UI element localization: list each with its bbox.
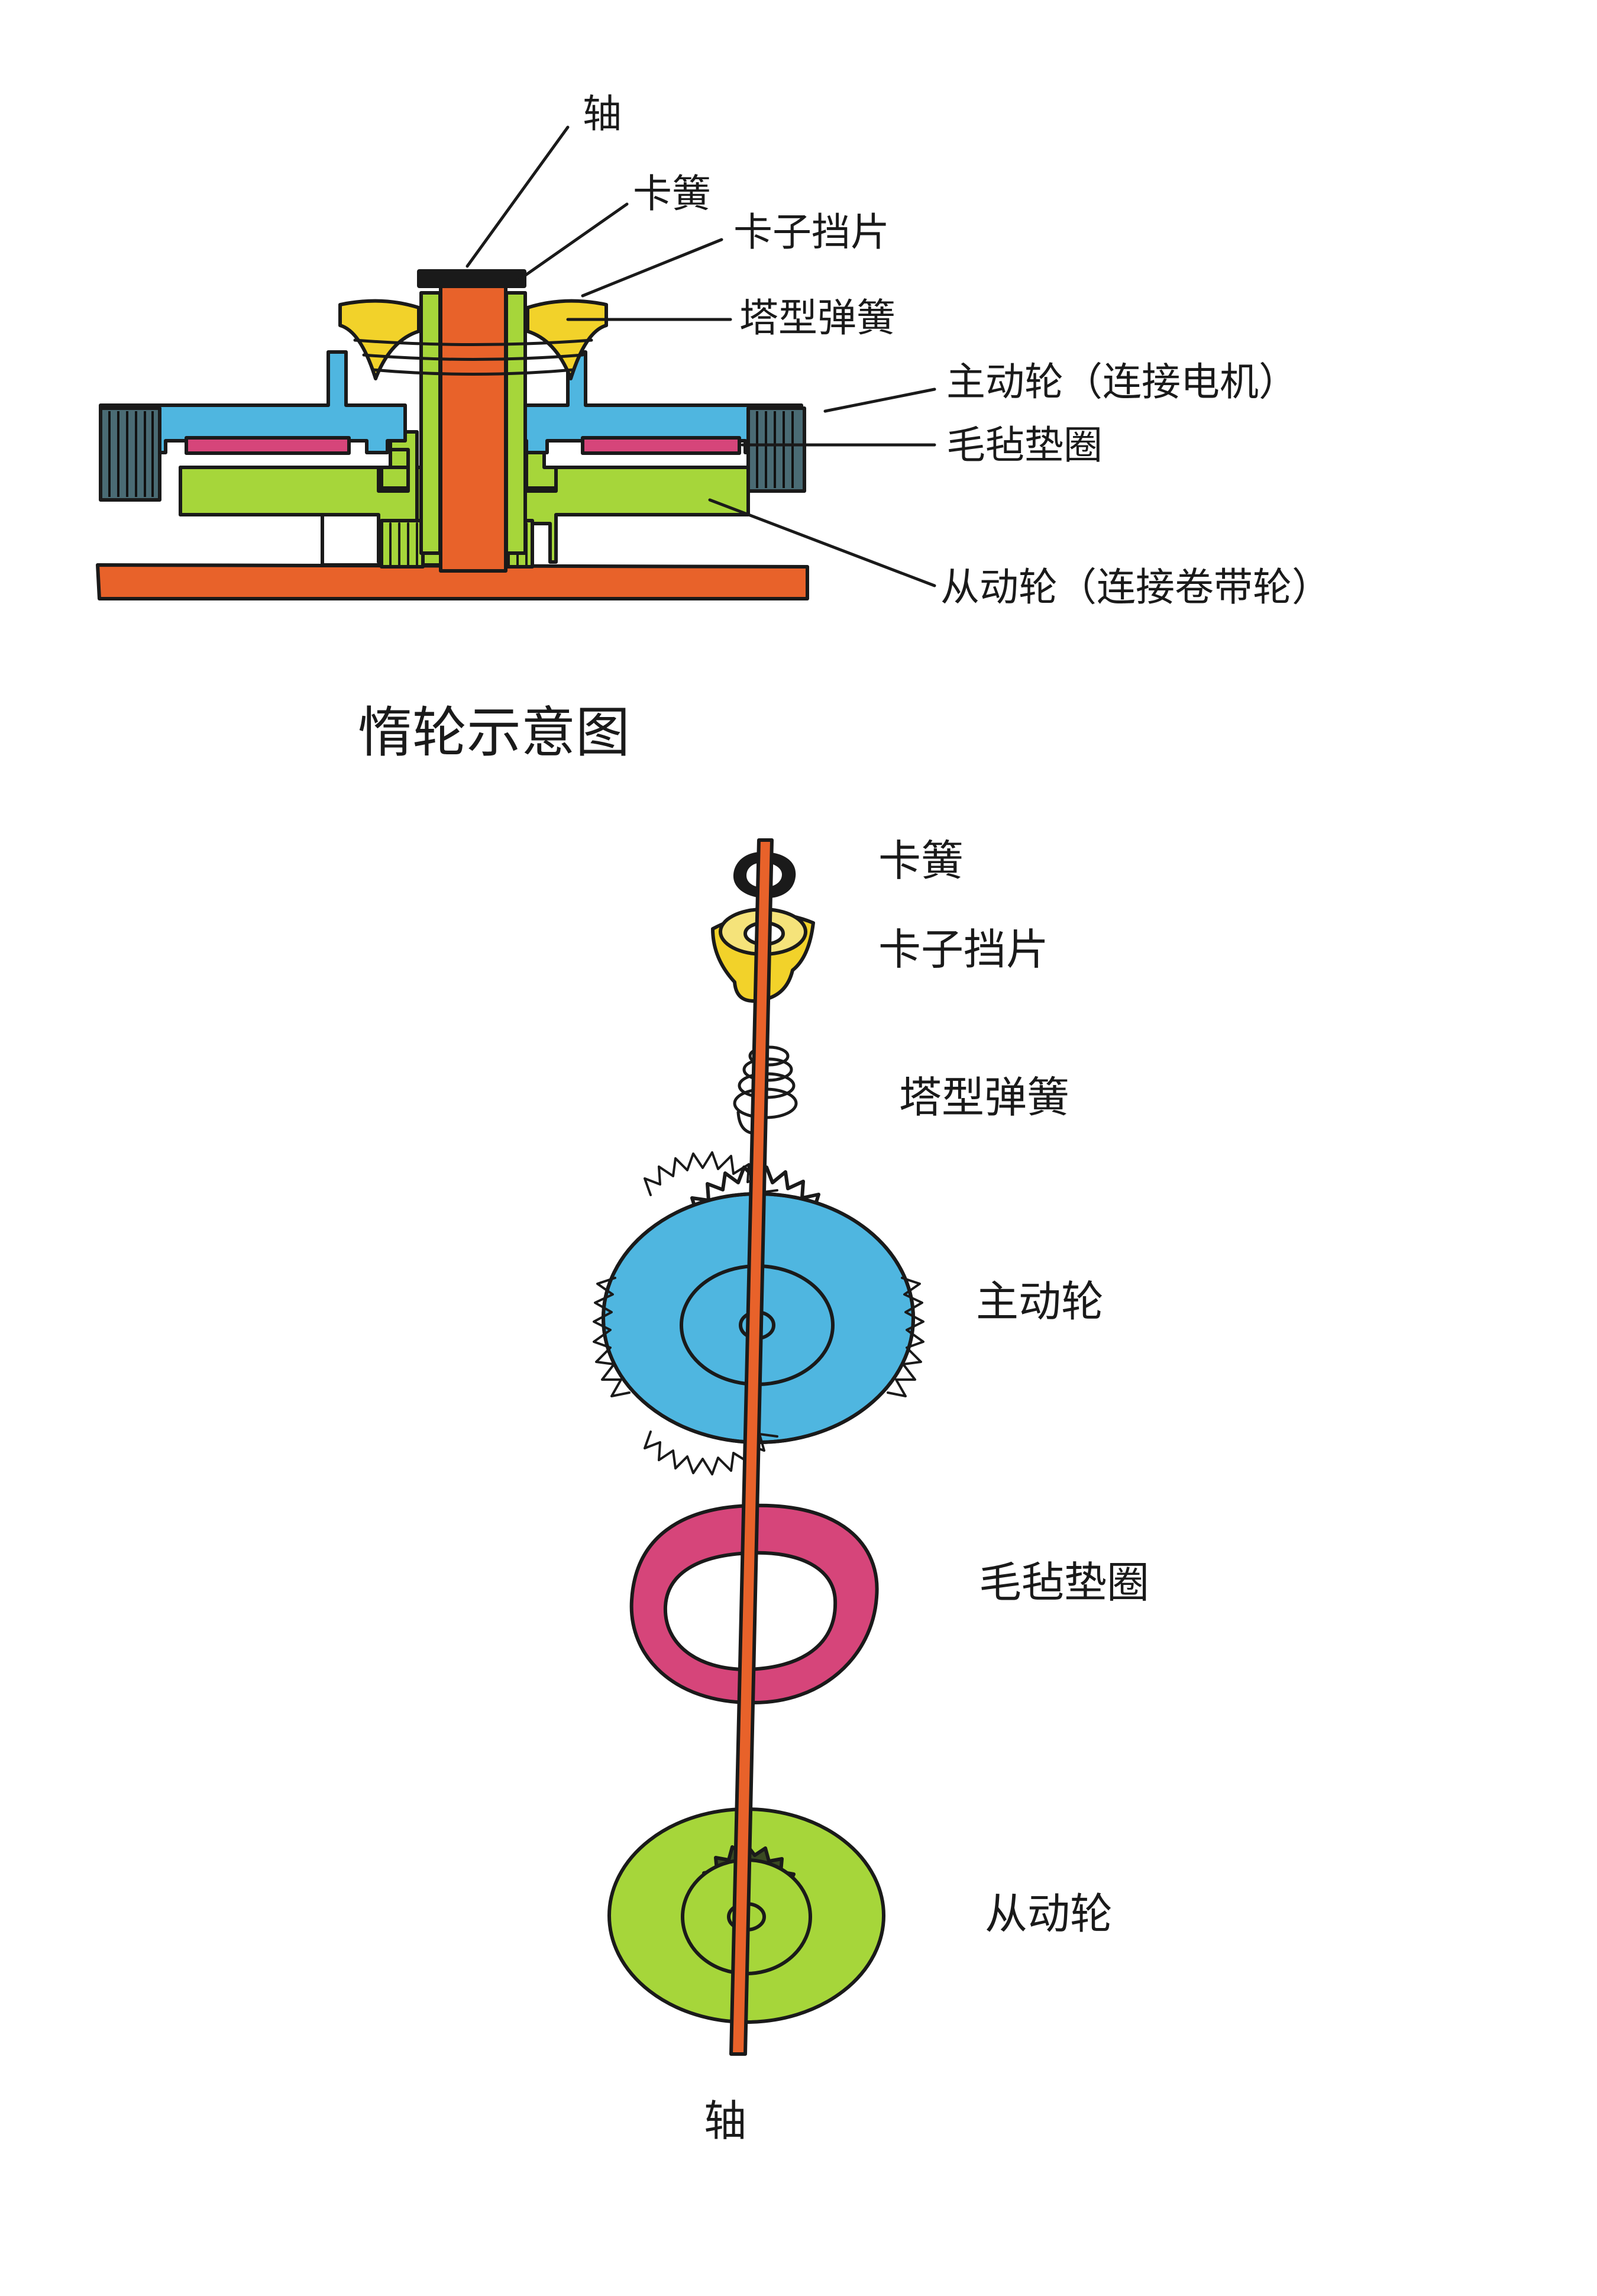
exploded-circlip: [733, 852, 796, 899]
rim-teeth: [108, 411, 794, 497]
section-label-drive-wheel: 主动轮（连接电机）: [946, 359, 1298, 405]
sleeve-right: [505, 291, 527, 555]
circlip-section: [417, 269, 526, 288]
shaft-section: [439, 279, 507, 573]
leader-lines: [465, 125, 936, 587]
section-label-circlip: 卡簧: [633, 171, 711, 217]
section-label-driven-wheel: 从动轮（连接卷带轮）: [940, 564, 1331, 610]
section-view: 轴 卡簧 卡子挡片 塔型弹簧 主动轮（连接电机） 毛毡垫圈 从动轮（连接卷带轮）…: [96, 91, 1331, 764]
section-label-tower-spring: 塔型弹簧: [739, 295, 896, 341]
tower-spring-section: [353, 338, 593, 376]
felt-washer-left: [185, 436, 351, 455]
exploded-label-retainer-plate: 卡子挡片: [878, 925, 1049, 974]
exploded-shaft: [729, 838, 774, 2056]
exploded-label-tower-spring: 塔型弹簧: [899, 1073, 1069, 1122]
exploded-label-shaft: 轴: [704, 2096, 746, 2146]
driven-wheel-base: [96, 563, 809, 600]
felt-washer-right: [581, 436, 741, 455]
section-label-shaft: 轴: [583, 91, 622, 137]
sleeve-left: [419, 291, 442, 555]
driven-wheel-left: [179, 430, 419, 564]
exploded-label-drive-wheel: 主动轮: [976, 1277, 1104, 1326]
retainer-plate-right: [526, 299, 608, 380]
exploded-label-driven-wheel: 从动轮: [985, 1889, 1113, 1939]
diagram-caption: 惰轮示意图: [358, 701, 630, 764]
retainer-plate-left: [338, 299, 421, 380]
exploded-label-circlip: 卡簧: [878, 836, 964, 886]
section-label-retainer-plate: 卡子挡片: [733, 209, 890, 255]
exploded-label-felt-washer: 毛毡垫圈: [979, 1558, 1149, 1607]
exploded-view: 卡簧 卡子挡片 塔型弹簧 主动轮 毛毡垫圈 从动轮 轴: [593, 836, 1149, 2146]
section-label-felt-washer: 毛毡垫圈: [946, 422, 1103, 468]
